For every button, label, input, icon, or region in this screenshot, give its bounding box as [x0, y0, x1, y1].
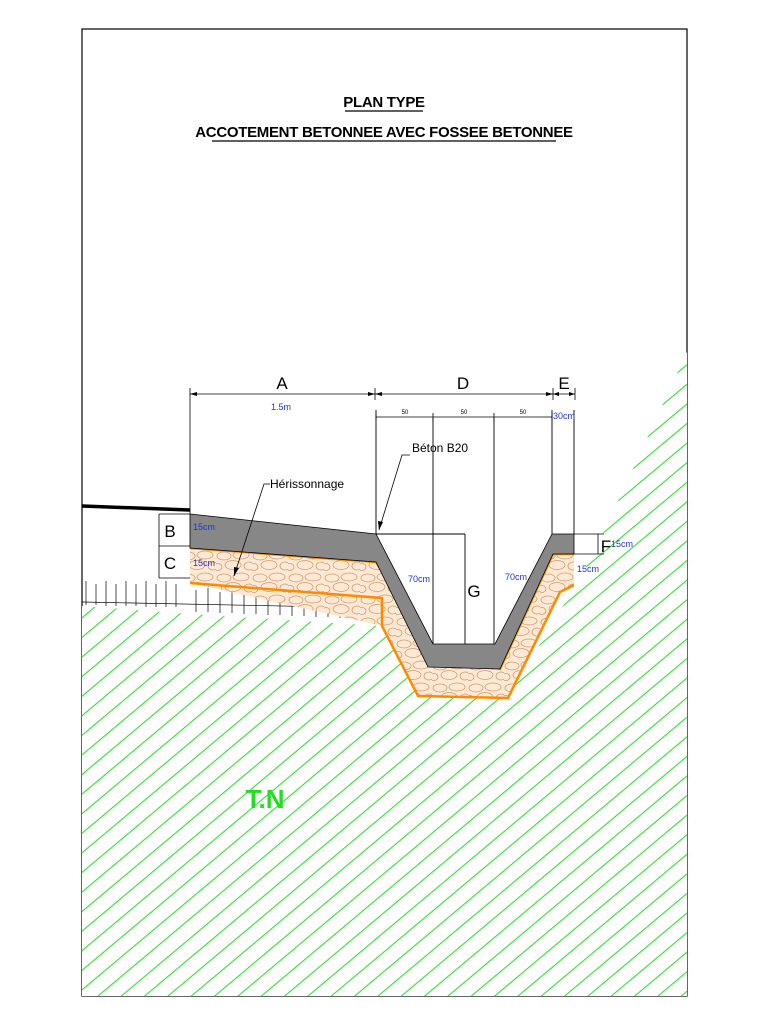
label-e: E — [558, 374, 569, 393]
dim-fosse-left-side: 70cm — [408, 574, 430, 584]
label-d: D — [457, 374, 469, 393]
dim-fosse-segment-2: 50 — [461, 410, 468, 416]
dim-berm-thickness: 15cm — [611, 539, 633, 549]
title-line-2: ACCOTEMENT BETONNEE AVEC FOSSEE BETONNEE — [195, 124, 573, 141]
label-b: B — [164, 522, 175, 541]
fosse-outline — [375, 410, 575, 644]
dim-fosse-segment-1: 50 — [402, 410, 409, 416]
beton-annotation: Béton B20 — [412, 441, 468, 455]
label-c: C — [164, 554, 176, 573]
terrain-naturel — [82, 352, 687, 996]
dim-berm-width: 30cm — [553, 411, 575, 421]
herissonnage-annotation: Hérissonnage — [270, 477, 344, 491]
label-f: F — [601, 537, 611, 556]
dimension-lines — [158, 388, 604, 579]
herissonnage-bottom-edge — [189, 581, 575, 700]
dim-berm-layer: 15cm — [577, 564, 599, 574]
beton-leader-arrow — [378, 521, 383, 530]
dim-fosse-right-side: 70cm — [505, 572, 527, 582]
dim-accotement-width: 1.5m — [271, 402, 291, 412]
label-a: A — [276, 374, 288, 393]
terrain-label: T.N — [246, 784, 285, 814]
title-line-1: PLAN TYPE — [343, 94, 425, 111]
herissonnage-leader-arrow — [234, 567, 239, 576]
leader-lines — [233, 454, 410, 577]
dim-layer-c: 15cm — [193, 558, 215, 568]
road-edge — [81, 504, 191, 512]
title-block: PLAN TYPE ACCOTEMENT BETONNEE AVEC FOSSE… — [195, 94, 573, 142]
label-g: G — [467, 582, 480, 601]
dimension-arrows — [190, 392, 575, 396]
dim-fosse-segment-3: 50 — [520, 410, 527, 416]
dim-layer-b: 15cm — [193, 522, 215, 532]
